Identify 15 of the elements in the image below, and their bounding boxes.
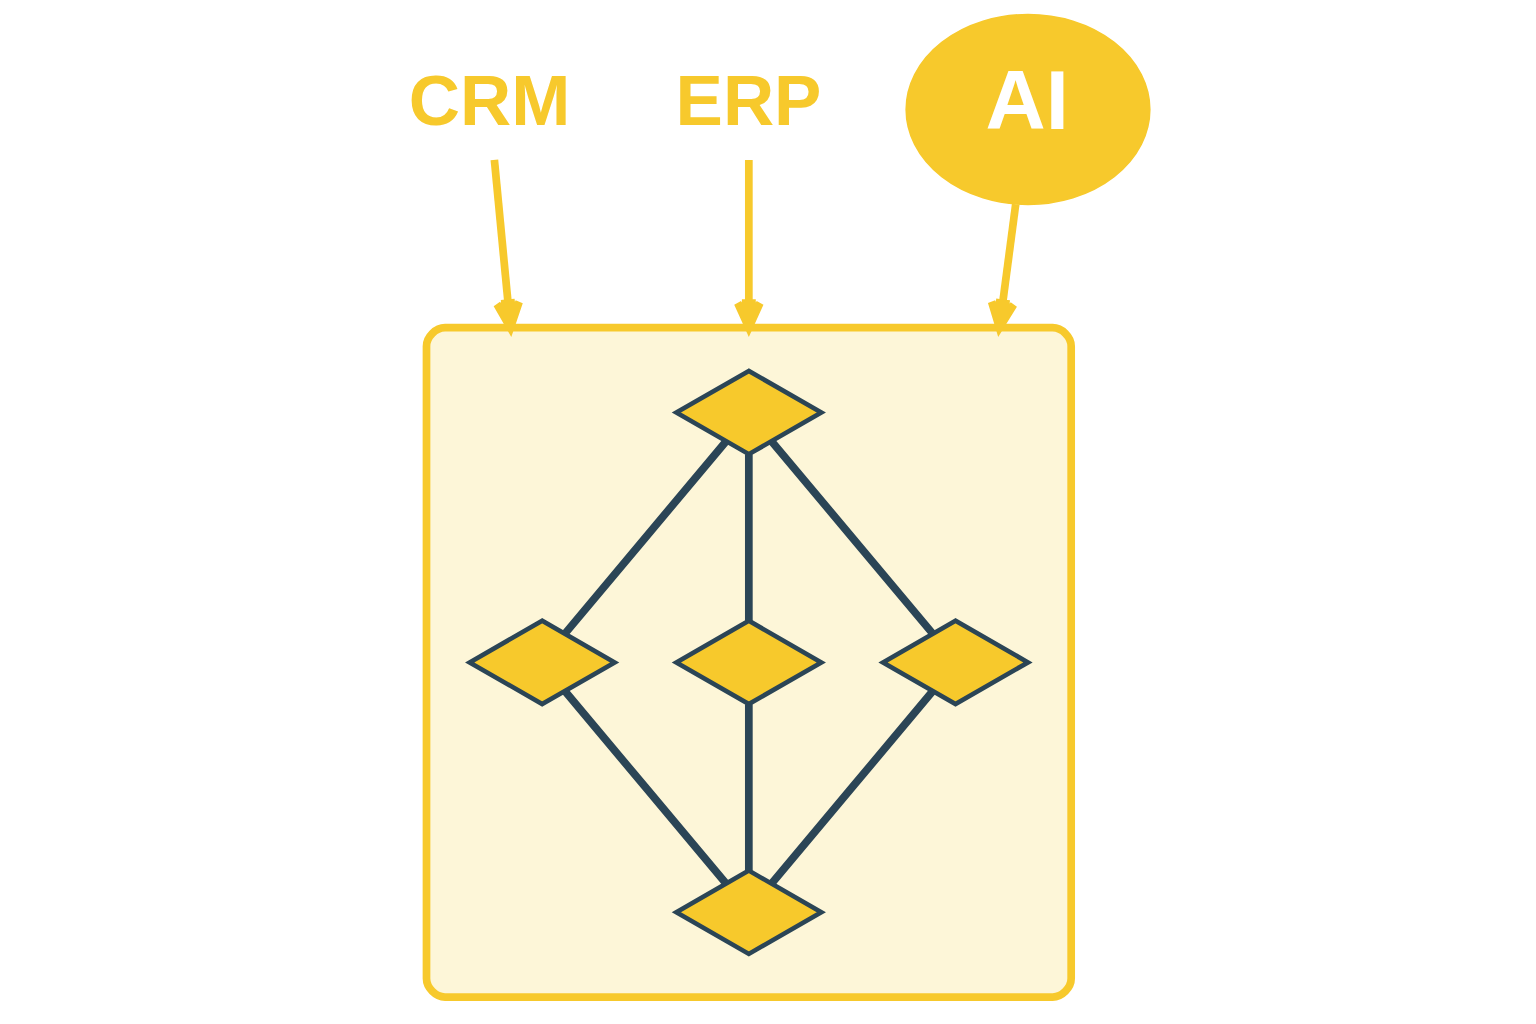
connector	[744, 704, 753, 871]
node-text: CRM	[408, 61, 570, 141]
connector	[561, 688, 729, 886]
node-diamond	[671, 867, 826, 957]
node-diamond	[671, 618, 826, 707]
node-ellipse: AI	[904, 13, 1151, 206]
connector	[561, 438, 729, 636]
cluster	[422, 323, 1075, 1001]
connector	[768, 688, 936, 886]
node-diamond	[671, 368, 826, 457]
node-diamond	[464, 618, 619, 707]
node-diamond	[877, 618, 1033, 707]
connector	[744, 454, 753, 621]
connector	[768, 438, 935, 636]
node-text: ERP	[675, 61, 821, 141]
